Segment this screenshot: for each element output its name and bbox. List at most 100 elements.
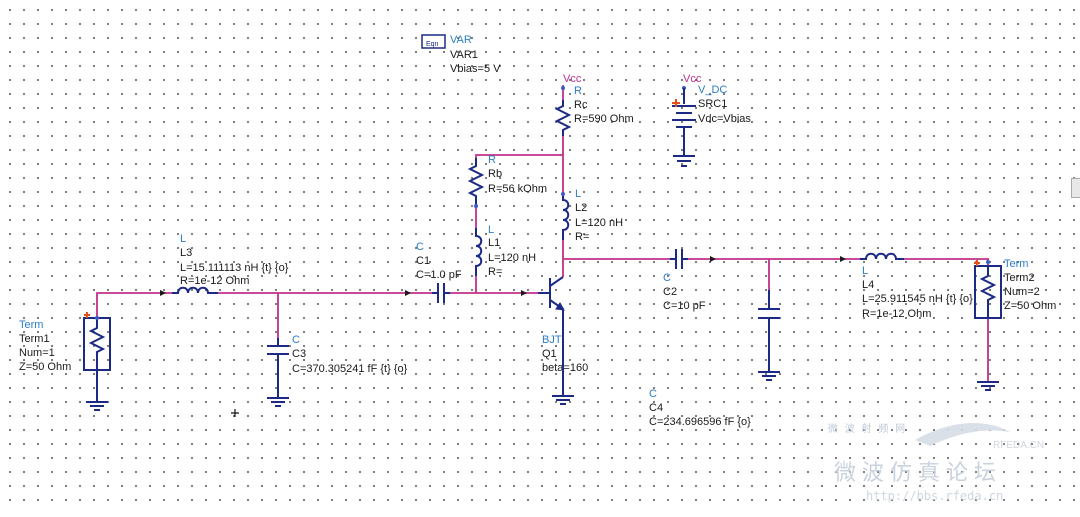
resistor-rc-symbol (554, 100, 572, 136)
rc-param-label: R=590 Ohm (574, 113, 634, 125)
capacitor-c1-symbol (432, 283, 450, 303)
term2-ground-icon (977, 381, 999, 391)
term1-type-label: Term (19, 319, 43, 331)
inductor-l2[interactable]: L L2 L=120 nH R= (561, 188, 623, 243)
l2-param2-label: R= (575, 231, 589, 243)
resistor-rb[interactable]: R Rb R=56 kOhm (467, 154, 547, 208)
c4-name-label: C4 (649, 402, 663, 414)
inductor-l3[interactable]: L L3 L=15.111113 nH {t} {o} R=1e-12 Ohm (172, 233, 289, 294)
c3-param-label: C=370.305241 fF {t} {o} (292, 363, 408, 375)
rc-name-label: Rc (574, 99, 588, 111)
term1-param2-label: Z=50 Ohm (19, 361, 71, 373)
bjt-param-label: beta=160 (542, 362, 588, 374)
l1-name-label: L1 (488, 237, 500, 249)
inductor-l2-symbol (562, 194, 570, 240)
cursor-crosshair-icon (231, 409, 239, 417)
c2-name-label: C2 (663, 286, 677, 298)
scrollbar-handle[interactable] (1071, 178, 1080, 198)
c3-type-label: C (292, 334, 300, 346)
inductor-l4[interactable]: L L4 L=25.911545 nH {t} {o} R=1e-12 Ohm (860, 252, 973, 320)
c4-type-label: C (649, 388, 657, 400)
term2-param2-label: Z=50 Ohm (1004, 300, 1056, 312)
var-eqn-icon (421, 34, 446, 49)
term1-param1-label: Num=1 (19, 347, 55, 359)
capacitor-c3-symbol (267, 338, 289, 407)
bjt-type-label: BJT (542, 334, 562, 346)
capacitor-c2-symbol (670, 249, 688, 269)
capacitor-c3[interactable]: C C3 C=370.305241 fF {t} {o} (267, 334, 408, 407)
watermark-bird-icon (915, 422, 1010, 446)
c3-name-label: C3 (292, 348, 306, 360)
term2-param1-label: Num=2 (1004, 286, 1040, 298)
l1-param2-label: R= (488, 266, 502, 278)
watermark-line4: http://bbs.rfeda.cn (866, 489, 1003, 503)
l2-name-label: L2 (575, 202, 587, 214)
l4-param1-label: L=25.911545 nH {t} {o} (862, 293, 973, 305)
l4-name-label: L4 (862, 279, 874, 291)
vdc-source[interactable]: Vcc V_DC SRC1 Vdc=Vbias (672, 73, 751, 167)
l4-param2-label: R=1e-12 Ohm (862, 308, 931, 320)
l3-type-label: L (180, 233, 186, 245)
resistor-rb-symbol (467, 158, 485, 206)
src-param-label: Vdc=Vbias (698, 113, 751, 125)
var-block[interactable]: Eqn VAR VAR1 Vbias=5 V (421, 34, 501, 75)
term1-ground-icon (86, 370, 108, 411)
term1-plus-icon (84, 312, 90, 318)
bjt-q1[interactable]: BJT Q1 beta=160 (538, 276, 588, 405)
l3-param2-label: R=1e-12 Ohm (180, 275, 249, 287)
l2-param1-label: L=120 nH (575, 217, 623, 229)
wire-term1-l3[interactable] (96, 292, 172, 318)
rb-param-label: R=56 kOhm (488, 183, 547, 195)
rc-type-label: R (574, 85, 582, 97)
term2-plus-icon (974, 260, 980, 266)
term2-name-label: Term2 (1004, 272, 1035, 284)
l4-type-label: L (862, 265, 868, 277)
term2[interactable]: Term Term2 Num=2 Z=50 Ohm (974, 258, 1056, 391)
l1-type-label: L (488, 224, 494, 236)
var-type-label: VAR (450, 34, 472, 46)
inductor-l1[interactable]: L L1 L=120 nH R= (475, 224, 536, 278)
term1[interactable]: Term Term1 Num=1 Z=50 Ohm (19, 312, 111, 411)
plus-icon (672, 99, 680, 107)
c1-param-label: C=1.0 pF (416, 269, 462, 281)
var-eqn-icon-text: Eqn (426, 41, 439, 48)
inductor-l3-symbol (172, 286, 218, 294)
c4-param-label: C=234.696596 fF {o} (649, 416, 751, 428)
inductor-l4-symbol (860, 252, 904, 260)
wire-rb-top[interactable] (475, 154, 563, 158)
vcc-label-src: Vcc (683, 73, 702, 85)
bjt-q1-symbol (538, 276, 564, 330)
bjt-ground-icon (552, 330, 574, 405)
watermark: 微 波 射 频 网 RFEDA.CN 微波仿真论坛 http://bbs.rfe… (828, 422, 1044, 503)
l1-param1-label: L=120 nH (488, 252, 536, 264)
term1-name-label: Term1 (19, 333, 50, 345)
var-name-label: VAR1 (450, 49, 478, 61)
capacitor-c2[interactable]: C C2 C=10 pF (663, 249, 706, 312)
c1-type-label: C (416, 241, 424, 253)
vcc-label-rc: Vcc (563, 73, 582, 85)
rb-name-label: Rb (488, 168, 502, 180)
capacitor-c1[interactable]: C C1 C=1.0 pF (416, 241, 462, 303)
capacitor-c4[interactable]: C C4 C=234.696596 fF {o} (649, 290, 780, 428)
l2-type-label: L (575, 188, 581, 200)
l3-param1-label: L=15.111113 nH {t} {o} (180, 262, 289, 274)
src-type-label: V_DC (698, 84, 727, 96)
bjt-name-label: Q1 (542, 348, 557, 360)
watermark-line1: 微 波 射 频 网 (828, 422, 907, 435)
rb-type-label: R (488, 154, 496, 166)
vcc-pin-rc (561, 86, 565, 90)
l3-name-label: L3 (180, 247, 192, 259)
c2-type-label: C (663, 272, 671, 284)
capacitor-c4-symbol (758, 290, 780, 381)
resistor-rc[interactable]: R Rc R=590 Ohm (554, 85, 634, 136)
watermark-line3: 微波仿真论坛 (834, 461, 1002, 486)
c1-name-label: C1 (416, 255, 430, 267)
src-name-label: SRC1 (698, 98, 727, 110)
inductor-l1-symbol (475, 228, 483, 276)
c2-param-label: C=10 pF (663, 300, 706, 312)
watermark-line2: RFEDA.CN (993, 440, 1044, 451)
vcc-symbol-rc[interactable]: Vcc (561, 73, 582, 90)
var-param-label: Vbias=5 V (450, 63, 501, 75)
